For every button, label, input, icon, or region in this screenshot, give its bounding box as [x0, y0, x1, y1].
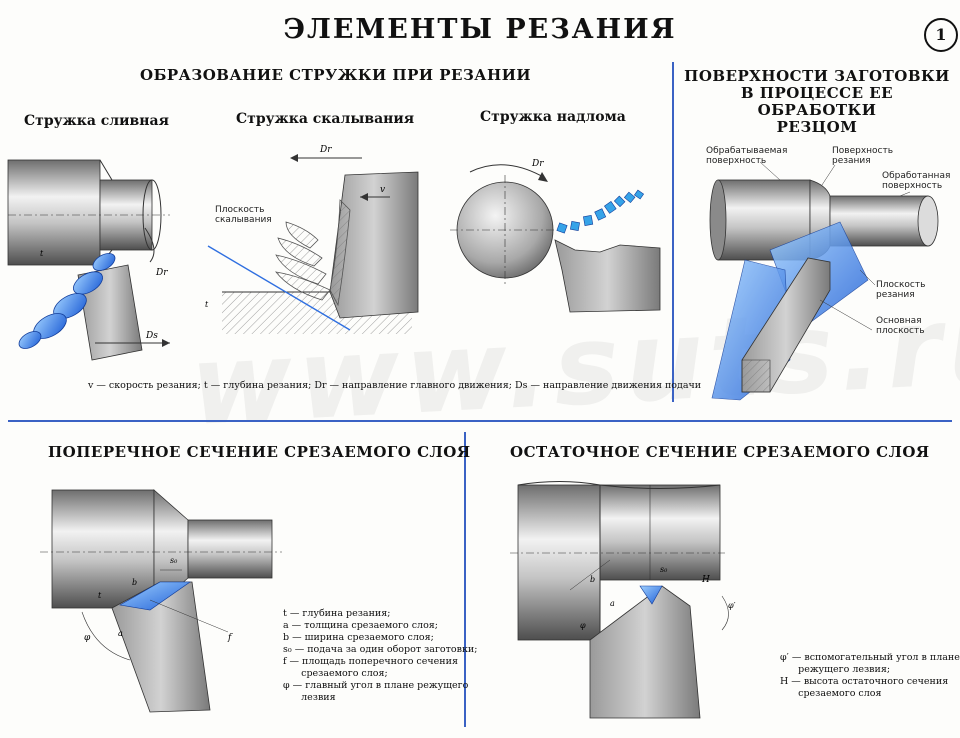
residual-section-heading: ОСТАТОЧНОЕ СЕЧЕНИЕ СРЕЗАЕМОГО СЛОЯ: [510, 443, 930, 461]
vertical-divider-top: [672, 62, 674, 402]
phi1-label-res: φ′: [728, 601, 736, 610]
cross-legend-line: s₀ — подача за один оборот заготовки;: [283, 644, 478, 655]
surfaces-heading-line-2: В ПРОЦЕССЕ ЕЕ ОБРАБОТКИ: [740, 84, 894, 119]
dr-label-2: Dr: [319, 145, 332, 155]
cross-section-figure: [40, 489, 282, 713]
residual-section-legend: φ′ — вспомогательный угол в плане режуще…: [780, 652, 960, 700]
cross-legend-line: f — площадь поперечного сечения: [283, 656, 458, 667]
cross-legend-line: a — толщина срезаемого слоя;: [283, 620, 438, 631]
label-cutting-surface: Поверхность резания: [832, 146, 894, 166]
residual-legend-line: срезаемого слоя: [780, 688, 882, 699]
cross-section-heading: ПОПЕРЕЧНОЕ СЕЧЕНИЕ СРЕЗАЕМОГО СЛОЯ: [48, 443, 471, 461]
residual-legend-line: H — высота остаточного сечения: [780, 676, 949, 687]
cross-legend-line: b — ширина срезаемого слоя;: [283, 632, 434, 643]
label-finished-surface: Обработанная поверхность: [882, 171, 951, 191]
chip-formation-heading: ОБРАЗОВАНИЕ СТРУЖКИ ПРИ РЕЗАНИИ: [140, 66, 532, 84]
t-label-2: t: [205, 300, 209, 309]
vertical-divider-bottom: [464, 432, 466, 727]
b-label-res: b: [590, 575, 595, 584]
residual-legend-line: φ′ — вспомогательный угол в плане: [780, 652, 960, 663]
t-label-cross: t: [98, 591, 102, 600]
phi-label-res: φ: [580, 621, 586, 630]
v-label-2: v: [380, 185, 385, 195]
poster-title: ЭЛЕМЕНТЫ РЕЗАНИЯ: [283, 14, 677, 45]
f-label-cross: f: [227, 633, 233, 643]
poster-number-badge: 1: [924, 18, 958, 52]
shear-plane-label: Плоскость скалывания: [215, 205, 272, 225]
continuous-chip-figure: [7, 159, 170, 361]
label-base-plane: Основная плоскость: [876, 316, 925, 336]
t-label-1: t: [40, 249, 44, 258]
phi-label-cross: φ: [84, 633, 91, 643]
dr-label-1: Dr: [155, 268, 168, 278]
workpiece-surfaces-figure: [709, 161, 939, 401]
dr-label-3: Dr: [531, 159, 544, 169]
horizontal-divider: [8, 420, 952, 422]
fracture-chip-figure: [450, 164, 661, 313]
chip-type-fracture: Стружка надлома: [480, 109, 626, 125]
s0-label-cross: s₀: [170, 556, 178, 565]
residual-section-figure: [510, 481, 729, 719]
h-label-res: H: [701, 575, 710, 585]
chip-type-shear: Стружка скалывания: [236, 111, 415, 127]
label-cutting-plane: Плоскость резания: [876, 280, 926, 300]
cross-legend-line: срезаемого слоя;: [283, 668, 388, 679]
surfaces-heading-line-1: ПОВЕРХНОСТИ ЗАГОТОВКИ: [684, 67, 950, 85]
cross-legend-line: φ — главный угол в плане режущего: [283, 680, 469, 691]
cross-legend-line: лезвия: [283, 692, 336, 703]
shear-chip-figure: [207, 154, 419, 334]
chip-type-continuous: Стружка сливная: [24, 113, 169, 129]
surfaces-heading-line-3: РЕЗЦОМ: [776, 118, 858, 136]
cross-legend-line: t — глубина резания;: [283, 608, 391, 619]
residual-legend-line: режущего лезвия;: [780, 664, 891, 675]
ds-label-1: Ds: [145, 331, 158, 341]
a-label-res: a: [610, 599, 615, 608]
cross-section-legend: t — глубина резания; a — толщина срезаем…: [283, 608, 477, 704]
label-machined-surface: Обрабатываемая поверхность: [706, 146, 788, 166]
s0-label-res: s₀: [660, 565, 668, 574]
b-label-cross: b: [132, 578, 137, 587]
a-label-cross: a: [118, 629, 123, 638]
chip-formation-legend: v — скорость резания; t — глубина резани…: [88, 380, 702, 391]
surfaces-heading: ПОВЕРХНОСТИ ЗАГОТОВКИ В ПРОЦЕССЕ ЕЕ ОБРА…: [682, 68, 952, 136]
